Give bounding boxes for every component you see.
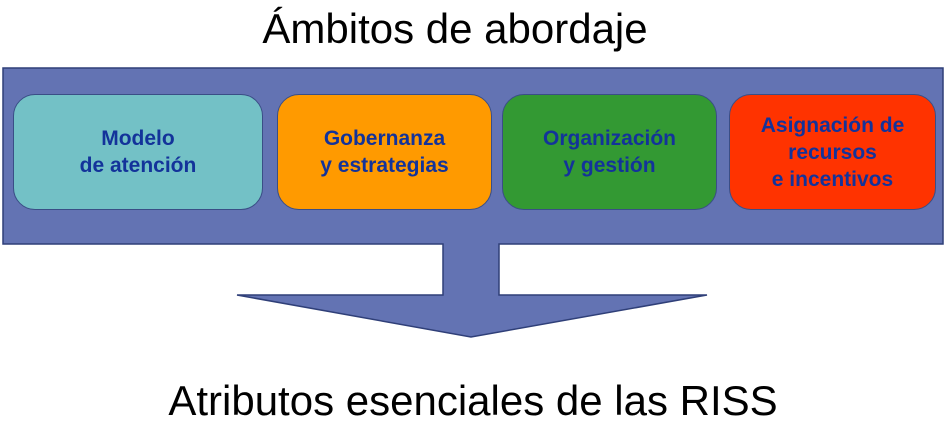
diagram-bottom-title: Atributos esenciales de las RISS — [168, 377, 778, 424]
box-1-line-2: de atención — [79, 154, 197, 177]
box-3-line-1: Organización — [542, 127, 677, 150]
box-asignacion-recursos: Asignación de recursos e incentivos — [729, 94, 936, 210]
box-organizacion-gestion: Organización y gestión — [502, 94, 717, 210]
box-2-line-1: Gobernanza — [323, 127, 446, 150]
box-3-line-2: y gestión — [563, 154, 656, 177]
box-gobernanza-estrategias: Gobernanza y estrategias — [277, 94, 492, 210]
box-4-line-1: Asignación de — [760, 113, 905, 137]
diagram-title: Ámbitos de abordaje — [262, 5, 648, 52]
box-1-line-1: Modelo — [101, 127, 175, 150]
box-4-line-3: e incentivos — [771, 167, 894, 191]
box-4-line-2: recursos — [788, 140, 877, 164]
box-modelo-atencion: Modelo de atención — [13, 94, 263, 210]
box-2-line-2: y estrategias — [320, 154, 449, 177]
